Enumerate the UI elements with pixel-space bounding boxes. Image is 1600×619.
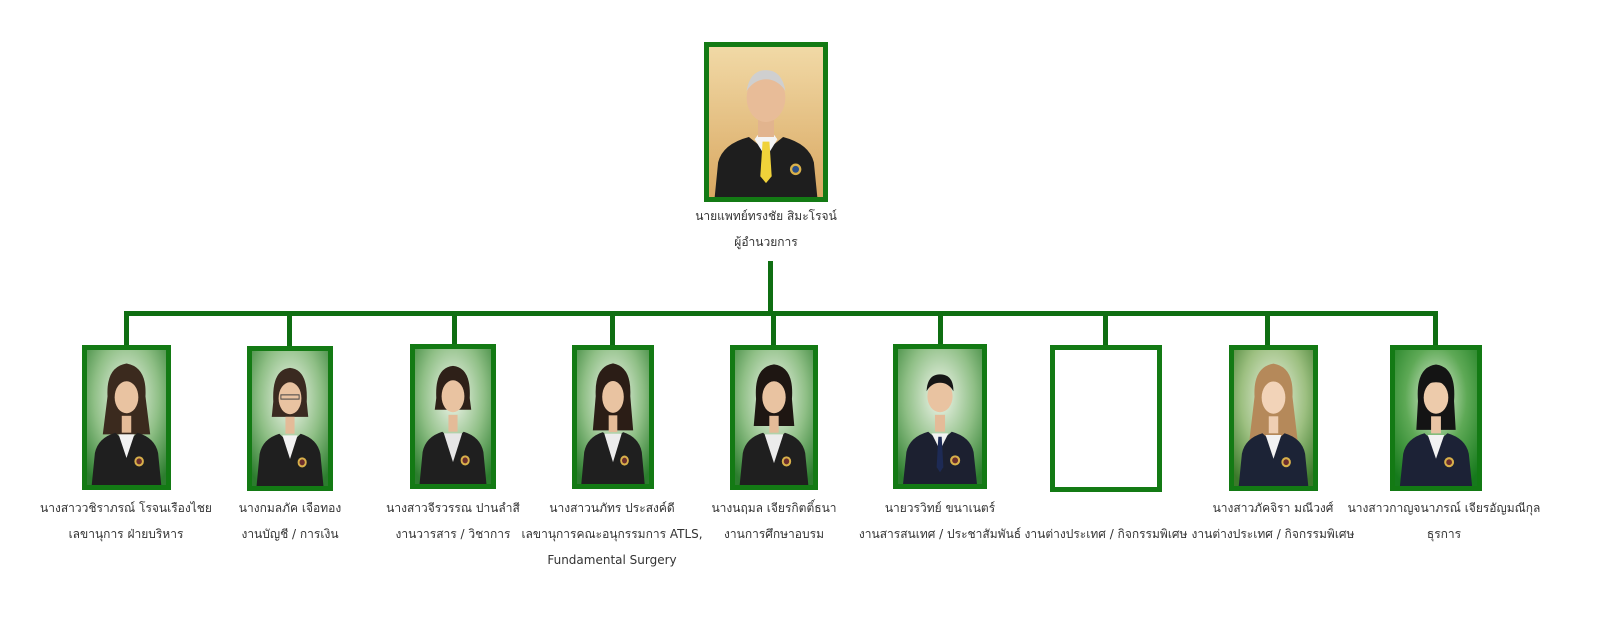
staff-portrait-icon: [1395, 350, 1477, 486]
staff-name: นางสาววชิราภรณ์ โรจนเรืองไชย: [40, 501, 212, 515]
drop-line-8: [1265, 311, 1270, 347]
staff-photo-5: [730, 345, 818, 490]
staff-title: งานสารสนเทศ / ประชาสัมพันธ์: [858, 527, 1022, 541]
drop-line-6: [938, 311, 943, 345]
staff-title: งานต่างประเทศ / กิจกรรมพิเศษ: [1191, 527, 1355, 541]
drop-line-4: [610, 311, 615, 346]
director-photo: [704, 42, 828, 202]
staff-name: นางสาวนภัทร ประสงค์ดี: [549, 501, 675, 515]
staff-name: นางนฤมล เจียรกิตติ์ธนา: [711, 501, 837, 515]
staff-photo-6: [893, 344, 987, 489]
staff-name: นางสาวภัคจิรา มณีวงศ์: [1212, 501, 1334, 515]
staff-portrait-icon: [898, 349, 982, 484]
staff-portrait-icon: [1234, 350, 1313, 486]
staff-caption-8: นางสาวภัคจิรา มณีวงศ์ งานต่างประเทศ / กิ…: [1168, 495, 1378, 547]
staff-photo-7-placeholder: [1050, 345, 1162, 492]
staff-title: ธุรการ: [1426, 527, 1462, 541]
staff-name: นางสาวกาญจนาภรณ์ เจียรอัญมณีกุล: [1347, 501, 1541, 515]
drop-line-5: [771, 311, 776, 346]
director-portrait-icon: [709, 47, 823, 197]
staff-portrait-icon: [87, 350, 166, 485]
staff-photo-1: [82, 345, 171, 490]
horizontal-bus-line: [124, 311, 1438, 316]
staff-caption-3: นางสาวจีรวรรณ ปานลำสี งานวารสาร / วิชากา…: [353, 495, 553, 547]
director-caption: นายแพทย์ทรงชัย สิมะโรจน์ ผู้อำนวยการ: [616, 203, 916, 255]
drop-line-2: [287, 311, 292, 347]
staff-caption-5: นางนฤมล เจียรกิตติ์ธนา งานการศึกษาอบรม: [674, 495, 874, 547]
drop-line-9: [1433, 311, 1438, 346]
staff-caption-7: งานต่างประเทศ / กิจกรรมพิเศษ: [1006, 495, 1206, 547]
staff-name: นางกมลภัค เจือทอง: [238, 501, 342, 515]
staff-title: งานต่างประเทศ / กิจกรรมพิเศษ: [1024, 527, 1188, 541]
director-stem-line: [768, 261, 773, 313]
staff-caption-6: นายวรวิทย์ ขนาเนตร์ งานสารสนเทศ / ประชาส…: [830, 495, 1050, 547]
staff-photo-4: [572, 345, 654, 489]
director-title: ผู้อำนวยการ: [734, 235, 798, 249]
staff-caption-2: นางกมลภัค เจือทอง งานบัญชี / การเงิน: [190, 495, 390, 547]
drop-line-3: [452, 311, 457, 345]
staff-caption-1: นางสาววชิราภรณ์ โรจนเรืองไชย เลขานุการ ฝ…: [20, 495, 232, 547]
staff-name: นายวรวิทย์ ขนาเนตร์: [884, 501, 996, 515]
staff-photo-2: [247, 346, 333, 491]
staff-caption-9: นางสาวกาญจนาภรณ์ เจียรอัญมณีกุล ธุรการ: [1336, 495, 1552, 547]
staff-portrait-icon: [415, 349, 491, 484]
staff-title: งานการศึกษาอบรม: [724, 527, 824, 541]
drop-line-7: [1103, 311, 1108, 346]
staff-portrait-icon: [577, 350, 649, 484]
staff-name: นางสาวจีรวรรณ ปานลำสี: [386, 501, 520, 515]
staff-title: เลขานุการคณะอนุกรรมการ ATLS,: [521, 527, 703, 541]
staff-photo-3: [410, 344, 496, 489]
staff-title: งานบัญชี / การเงิน: [241, 527, 339, 541]
staff-title: งานวารสาร / วิชาการ: [395, 527, 511, 541]
staff-caption-4: นางสาวนภัทร ประสงค์ดี เลขานุการคณะอนุกรร…: [507, 495, 717, 573]
staff-photo-8: [1229, 345, 1318, 491]
staff-title-line-2: Fundamental Surgery: [547, 553, 677, 567]
staff-portrait-icon: [735, 350, 813, 485]
staff-portrait-icon: [252, 351, 328, 486]
director-name: นายแพทย์ทรงชัย สิมะโรจน์: [695, 209, 837, 223]
drop-line-1: [124, 311, 129, 346]
staff-photo-9: [1390, 345, 1482, 491]
staff-title: เลขานุการ ฝ่ายบริหาร: [68, 527, 184, 541]
